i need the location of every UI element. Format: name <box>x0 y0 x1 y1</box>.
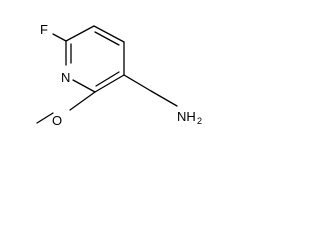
bond-c6-n1 <box>72 79 96 93</box>
bond-c2-c3 <box>65 25 95 42</box>
atom-amine: NH <box>177 109 196 124</box>
bond-c3-c4 <box>93 25 125 43</box>
bond-c3-c4-inner <box>94 31 120 46</box>
bond-c4-ch2 <box>123 74 152 92</box>
atom-fluorine: F <box>40 22 48 37</box>
bond-o-methyl <box>36 112 54 124</box>
atom-oxygen: O <box>52 113 62 128</box>
molecule-drawing: F N O NH 2 <box>36 22 202 128</box>
structure-canvas: F N O NH 2 <box>0 0 206 155</box>
atom-ring-nitrogen: N <box>61 70 70 85</box>
bond-ch2-nh2 <box>150 90 178 107</box>
bond-c5-c6-inner <box>95 71 120 87</box>
bond-c2-f <box>52 33 67 42</box>
bond-c6-o <box>69 91 96 111</box>
bond-c5-c6 <box>94 74 125 93</box>
atom-amine-subscript: 2 <box>197 116 202 126</box>
